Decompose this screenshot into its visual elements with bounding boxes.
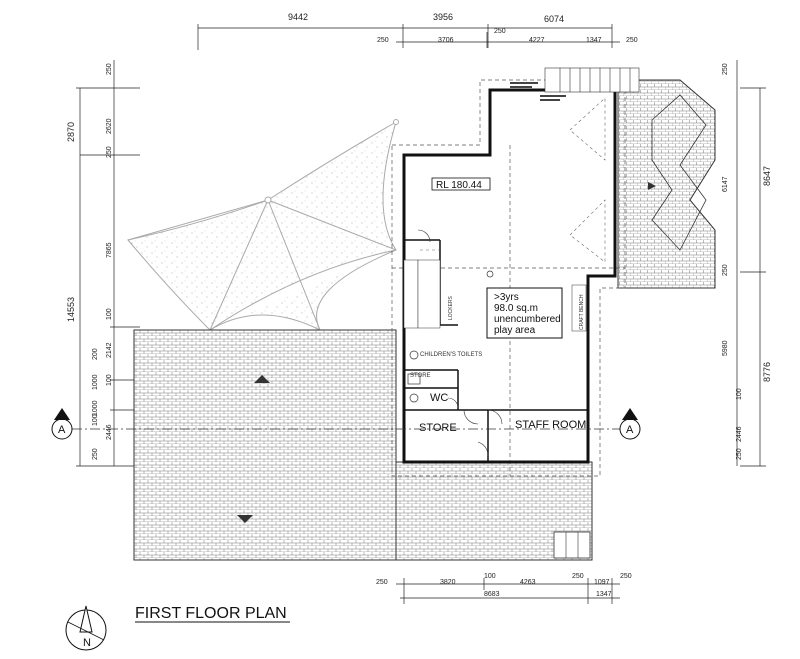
dim-right-6147: 6147 [722,176,729,192]
dim-right-8647: 8647 [762,166,772,186]
dim-top-9442: 9442 [288,12,308,22]
room-label-childrens-toilets: CHILDREN'S TOILETS [420,352,482,358]
dim-bottom-250-b: 250 [572,573,584,580]
dim-right-5980: 5980 [722,340,729,356]
dim-top-250-b: 250 [494,28,506,35]
dim-bottom-4263: 4263 [520,579,536,586]
roof-fall-arrow-up-icon [254,375,270,383]
dim-left-1000-b: 1000 [92,400,99,416]
dim-left-14553: 14553 [66,297,76,322]
dim-left-100-c: 100 [92,414,99,426]
dim-left-250-top: 250 [106,63,113,75]
roof-fall-arrow-down-icon [237,515,253,523]
room-label-craft-bench: CRAFT BENCH [579,294,585,330]
dim-left-100-b: 100 [106,374,113,386]
dim-left-7865: 7865 [106,242,113,258]
craft-bench [571,284,587,332]
dim-left-250-b: 250 [106,146,113,158]
dim-bottom-1097: 1097 [594,579,610,586]
dim-right-8776: 8776 [762,362,772,382]
dim-left-250-c: 250 [92,448,99,460]
play-area-desc: unencumbered [494,314,561,325]
dim-right-2446: 2446 [736,426,743,442]
section-marker-left: A [58,424,66,436]
dim-top-250-a: 250 [377,37,389,44]
dim-left-2142: 2142 [106,342,113,358]
top-dimension-lines [197,24,620,50]
dim-bottom-250-a: 250 [376,579,388,586]
roof-fall-arrow-right-icon [648,182,656,190]
dim-right-250-c: 250 [736,448,743,460]
north-label: N [83,637,91,649]
building-walls [402,88,617,464]
doors [417,229,503,457]
joinery-left [403,259,441,329]
dim-left-2870: 2870 [66,122,76,142]
level-label-box: RL 180.44 [431,177,491,191]
shade-sail [127,119,399,332]
bottom-dimension-lines [396,578,620,604]
level-label: RL 180.44 [436,180,482,191]
right-roof [617,79,716,289]
dim-top-6074: 6074 [544,14,564,24]
play-area-age: >3yrs [494,292,519,303]
room-label-lockers: LOCKERS [448,295,454,320]
section-line [51,408,641,440]
section-marker-right: A [626,424,634,436]
dim-right-250-a: 250 [722,63,729,75]
room-label-store: STORE [419,422,457,434]
dim-top-1347: 1347 [586,37,602,44]
stair-notes [510,82,566,101]
play-room-markings [420,97,606,263]
dim-right-250-b: 250 [722,264,729,276]
dim-left-2620: 2620 [106,118,113,134]
stair [544,67,640,93]
play-area-desc2: play area [494,325,536,336]
dim-top-3956: 3956 [433,12,453,22]
toilet-fixtures [407,270,494,403]
dim-bottom-8683: 8683 [484,591,500,598]
room-label-wc: WC [430,392,448,404]
play-area-size: 98.0 sq.m [494,303,538,314]
dim-top-3706: 3706 [438,37,454,44]
dim-bottom-100: 100 [484,573,496,580]
dim-bottom-250-c: 250 [620,573,632,580]
dim-bottom-1347: 1347 [596,591,612,598]
lower-roof [133,329,593,561]
dim-top-4227: 4227 [529,37,545,44]
dim-right-100: 100 [736,388,743,400]
north-arrow [65,605,107,651]
room-label-staff-room: STAFF ROOM [515,419,586,431]
dim-left-200: 200 [92,348,99,360]
dim-top-250-c: 250 [626,37,638,44]
right-dimension-lines [736,60,766,467]
room-label-store-small: STORE [410,373,431,379]
dim-bottom-3820: 3820 [440,579,456,586]
play-area-box: >3yrs 98.0 sq.m unencumbered play area [486,287,563,339]
drawing-title: FIRST FLOOR PLAN [135,605,287,622]
dim-left-1000-a: 1000 [92,374,99,390]
dim-left-2446: 2446 [106,424,113,440]
dim-left-100-a: 100 [106,308,113,320]
